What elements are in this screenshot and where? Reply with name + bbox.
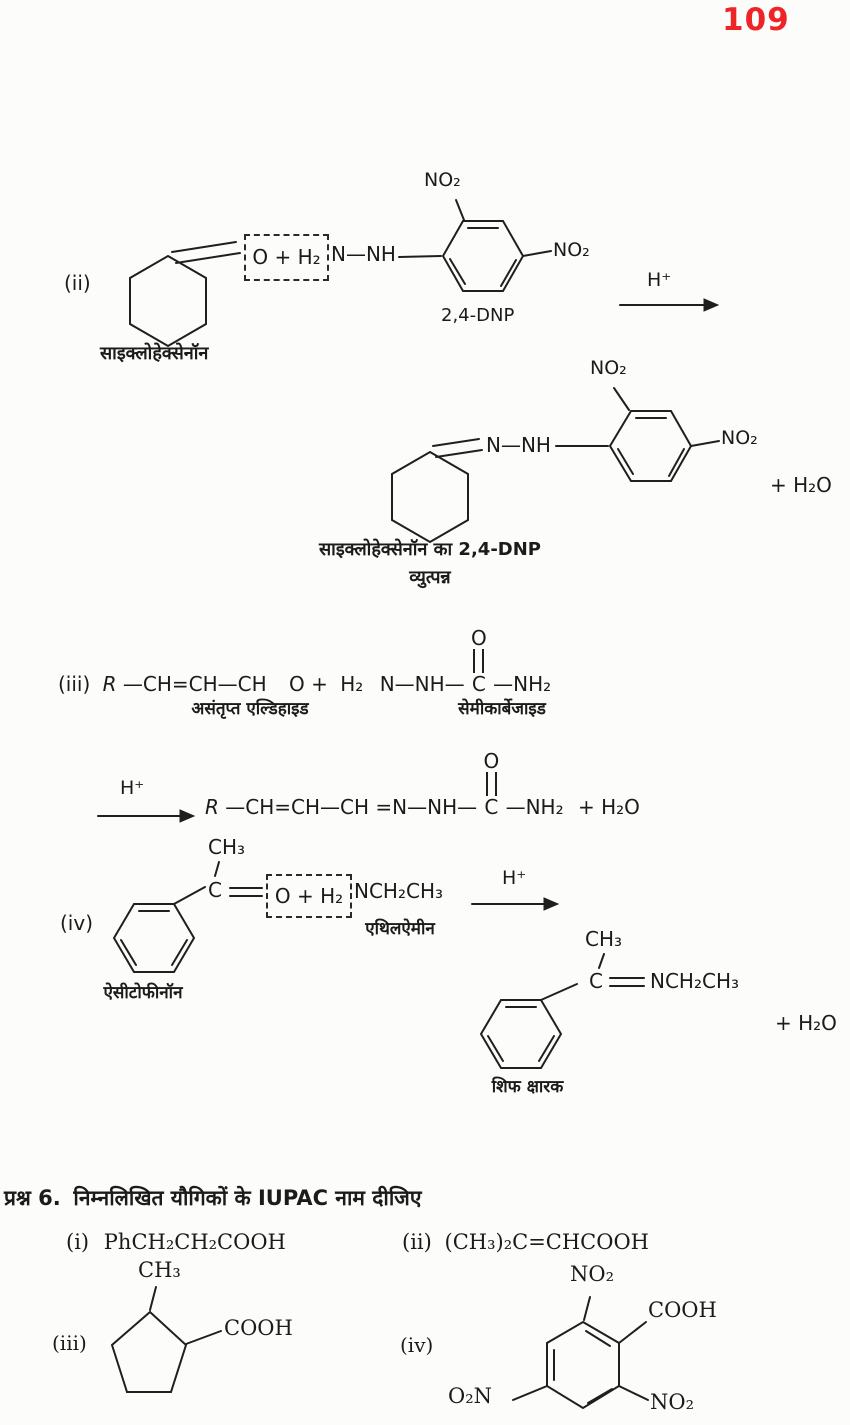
product-carbonyl-oxygen-iii: O (483, 749, 500, 773)
product-no2-top-ii: NO₂ (590, 357, 627, 379)
carbonyl-box-text-iv: O + H₂ (274, 883, 344, 908)
product-amide-iii: —NH₂ (505, 795, 564, 819)
reaction-iv-index: (iv) (60, 911, 93, 935)
cyclohexanone-label: साइक्लोहेक्सेनॉन (100, 343, 209, 364)
reaction-arrow-iii (97, 809, 196, 823)
product-hydrazone-linker-ii: N—NH (486, 433, 551, 457)
bond-ch3-to-c-product-iv (598, 953, 605, 969)
product-imine-chain-iv: NCH₂CH₃ (650, 969, 740, 993)
product-imine-carbon-iv: C (589, 969, 603, 993)
semicarbazide-label: सेमीकार्बेजाइड (458, 699, 546, 719)
schiff-base-label: शिफ क्षारक (491, 1077, 564, 1097)
unsaturated-aldehyde-label: असंतृप्त एल्डिहाइड (191, 699, 309, 719)
question-6-heading: प्रश्न 6. निम्नलिखित यौगिकों के IUPAC ना… (4, 1186, 421, 1210)
r-group-iii: R (102, 672, 117, 696)
byproduct-water-ii: + H₂O (770, 473, 832, 497)
q6-i-formula: PhCH₂CH₂COOH (103, 1230, 286, 1254)
dnp-reagent-label: 2,4-DNP (441, 305, 515, 326)
q6-iii-cooh: COOH (224, 1316, 293, 1340)
reaction-iii-index: (iii) (58, 672, 91, 696)
cyclopentane-ring (110, 1286, 222, 1393)
carbonyl-carbon-iii: C (471, 672, 486, 696)
reaction-ii-index: (ii) (64, 271, 91, 295)
product-label-line1-ii: साइक्लोहेक्सेनॉन का 2,4-DNP (319, 539, 541, 560)
no2-group-top-ii: NO₂ (424, 169, 461, 191)
carbonyl-double-bond-iv (229, 887, 263, 897)
byproduct-water-iii: + H₂O (577, 795, 640, 819)
q6-ii-formula: (CH₃)₂C=CHCOOH (444, 1230, 649, 1254)
bond-nh-to-dnp-ring (398, 255, 442, 258)
schiff-base-phenyl-ring (479, 983, 578, 1069)
aldehyde-chain-iii: —CH=CH—CH (122, 672, 267, 696)
hydrazide-chain-iii: N—NH— (379, 672, 465, 696)
product-dnp-benzene-ring (608, 387, 720, 482)
methyl-group-iv: CH₃ (208, 835, 246, 859)
q6-iv-o2n: O₂N (448, 1384, 493, 1408)
dnp-benzene-ring (441, 199, 552, 292)
no2-group-para-ii: NO₂ (553, 239, 590, 261)
h2-fragment-iii: H₂ (340, 672, 364, 696)
amide-group-iii: —NH₂ (493, 672, 552, 696)
carbonyl-carbon-iv: C (208, 878, 222, 902)
carbonyl-addition-box-iv: O + H₂ (266, 874, 352, 918)
question-6-text: निम्नलिखित यौगिकों के IUPAC नाम दीजिए (73, 1186, 422, 1210)
acetophenone-phenyl-ring (112, 886, 206, 973)
carbonyl-box-text-ii: O + H₂ (252, 245, 321, 269)
q6-iv-index: (iv) (400, 1333, 434, 1357)
catalyst-h-plus-ii: H⁺ (647, 269, 672, 291)
catalyst-h-plus-iv: H⁺ (502, 867, 527, 889)
product-no2-para-ii: NO₂ (721, 427, 758, 449)
product-carbonyl-carbon-iii: C (484, 795, 499, 819)
cyclohexanone-ring (129, 241, 241, 348)
q6-i-index: (i) (66, 1230, 90, 1254)
q6-iii-index: (iii) (52, 1331, 87, 1355)
bond-ch3-to-c-iv (214, 861, 220, 877)
carbonyl-oxygen-iii: O (471, 626, 487, 650)
q6-ii-index: (ii) (402, 1230, 432, 1254)
aldehyde-oxygen-plus-iii: O + (289, 672, 328, 696)
ethylamine-label: एथिलऐमीन (365, 919, 435, 939)
product-label-line2-ii: व्युत्पन्न (409, 567, 451, 588)
q6-item-ii: (ii) (CH₃)₂C=CHCOOH (402, 1230, 649, 1254)
acetophenone-label: ऐसीटोफीनॉन (103, 983, 183, 1003)
q6-iv-cooh: COOH (648, 1298, 717, 1322)
q6-item-i: (i) PhCH₂CH₂COOH (66, 1230, 286, 1254)
carbonyl-addition-box-ii: O + H₂ (244, 234, 329, 281)
reaction-arrow-ii (619, 298, 720, 312)
catalyst-h-plus-iii: H⁺ (120, 777, 145, 799)
page-number: 109 (722, 2, 790, 38)
product-carbonyl-double-bond-iii (485, 772, 497, 796)
q6-iv-no2-top: NO₂ (570, 1262, 615, 1286)
trinitrobenzoic-ring (512, 1296, 649, 1410)
question-6-number: प्रश्न 6. (4, 1186, 61, 1210)
product-cyclohexylidene-ring (391, 438, 483, 544)
ethylamine-chain-iv: NCH₂CH₃ (354, 879, 444, 903)
imine-double-bond-iv (609, 977, 645, 987)
carbonyl-double-bond-iii (473, 649, 485, 673)
product-methyl-iv: CH₃ (585, 927, 623, 951)
product-r-group-iii: R (205, 795, 219, 819)
q6-iv-no2-bottom-right: NO₂ (650, 1390, 695, 1414)
reaction-arrow-iv (471, 897, 560, 911)
product-chain-iii: —CH=CH—CH (225, 795, 370, 819)
product-imine-link-iii: =N—NH— (375, 795, 478, 819)
byproduct-water-iv: + H₂O (775, 1011, 837, 1035)
q6-iii-methyl: CH₃ (138, 1258, 181, 1282)
hydrazine-linker-ii: N—NH (331, 242, 396, 266)
